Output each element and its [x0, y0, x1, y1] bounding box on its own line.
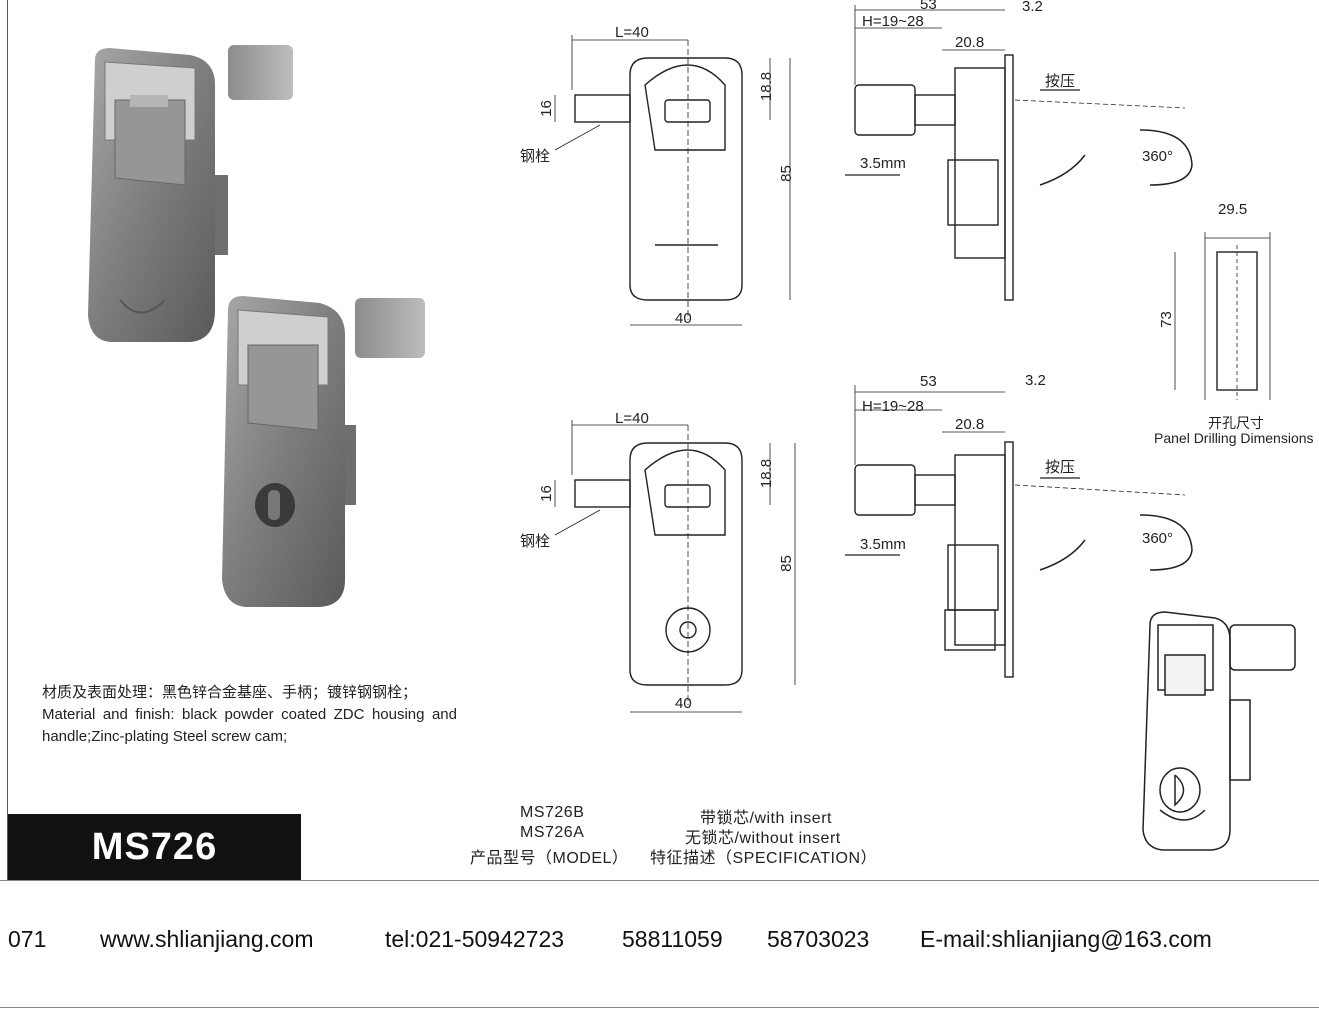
- footer: 071 www.shlianjiang.com tel:021-50942723…: [0, 922, 1319, 958]
- spec-model-1: MS726B: [520, 804, 585, 821]
- dim-18-top: 18.8: [758, 71, 776, 102]
- product-photo-with-insert: [222, 296, 425, 607]
- dim-208-top: 20.8: [955, 34, 985, 51]
- left-border-line: [7, 0, 8, 880]
- front-view-bottom: [554, 420, 796, 713]
- spec-desc-2: 无锁芯/without insert: [685, 830, 841, 847]
- pin-label-top: 钢栓: [520, 148, 551, 165]
- dim-L-bottom: L=40: [615, 410, 649, 427]
- dim-H-top: H=19~28: [862, 13, 924, 30]
- website-link[interactable]: www.shlianjiang.com: [100, 926, 314, 952]
- panel-cutout-drawing: [1174, 232, 1271, 400]
- dim-40-top: 40: [675, 310, 692, 327]
- dim-16-bottom: 16: [537, 485, 555, 502]
- press-label-bottom: 按压: [1045, 459, 1076, 476]
- press-label-top: 按压: [1045, 73, 1076, 90]
- pin-label-bottom: 钢栓: [520, 533, 551, 550]
- dim-40-bottom: 40: [675, 695, 692, 712]
- telephone-3: 58703023: [767, 926, 870, 952]
- model-title: MS726: [91, 826, 218, 868]
- cutout-height: 73: [1157, 311, 1175, 328]
- dim-18-bottom: 18.8: [758, 458, 776, 489]
- dim-16-top: 16: [537, 100, 555, 117]
- cutout-label-en: Panel Drilling Dimensions: [1154, 430, 1314, 446]
- dim-208-bottom: 20.8: [955, 416, 985, 433]
- dim-32-top: 3.2: [1022, 0, 1043, 15]
- dim-85-top: 85: [777, 165, 795, 182]
- product-line-drawing: [1142, 611, 1296, 851]
- dim-53-top: 53: [920, 0, 937, 13]
- spec-header-model: 产品型号（MODEL）: [470, 850, 629, 867]
- telephone-2: 58811059: [622, 926, 723, 952]
- bottom-line: [0, 1007, 1319, 1008]
- rotation-label-top: 360°: [1142, 148, 1174, 165]
- cutout-width: 29.5: [1218, 201, 1248, 218]
- material-description: 材质及表面处理：黑色锌合金基座、手柄；镀锌钢钢栓； Material and f…: [42, 682, 457, 748]
- telephone: tel:021-50942723: [385, 926, 565, 952]
- material-en: Material and finish: black powder coated…: [42, 706, 457, 745]
- dim-32-bottom: 3.2: [1025, 372, 1046, 389]
- stroke-label-bottom: 3.5mm: [860, 536, 906, 553]
- email-link[interactable]: E-mail:shlianjiang@163.com: [920, 926, 1212, 952]
- material-zh: 材质及表面处理：黑色锌合金基座、手柄；镀锌钢钢栓；: [42, 684, 418, 701]
- cutout-label-zh: 开孔尺寸: [1208, 415, 1264, 431]
- page-number: 071: [8, 926, 47, 952]
- spec-model-2: MS726A: [520, 824, 585, 841]
- side-view-top: [845, 5, 1193, 301]
- stroke-label-top: 3.5mm: [860, 155, 906, 172]
- dim-L-top: L=40: [615, 24, 649, 41]
- separator-line: [0, 880, 1319, 881]
- spec-header-spec: 特征描述（SPECIFICATION）: [650, 850, 877, 867]
- dim-85-bottom: 85: [777, 555, 795, 572]
- dim-H-bottom: H=19~28: [862, 398, 924, 415]
- rotation-label-bottom: 360°: [1142, 530, 1174, 547]
- side-view-bottom: [845, 385, 1193, 678]
- front-view-top: [554, 35, 791, 326]
- model-badge: [8, 814, 301, 880]
- dim-53-bottom: 53: [920, 373, 937, 390]
- spec-desc-1: 带锁芯/with insert: [700, 810, 832, 827]
- product-photo-without-insert: [88, 45, 293, 342]
